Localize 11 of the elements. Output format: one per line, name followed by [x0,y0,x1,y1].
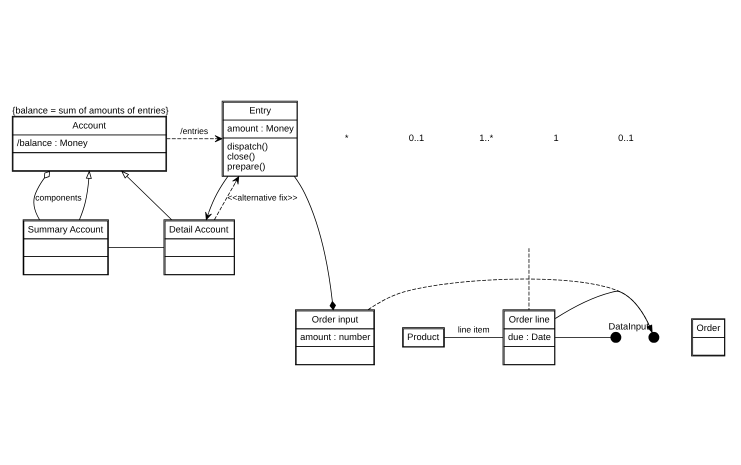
edge-label: components [35,192,82,202]
label: 0..1 [618,132,634,143]
edge-label: line item [458,324,490,334]
label: 0..1 [408,132,424,143]
edge-label: /entries [180,125,208,136]
node-label: DataInput [608,321,649,332]
label: 1 [554,132,559,143]
label: 1..* [479,132,494,143]
node-label: {balance = sum of amounts of entries} [12,105,169,116]
label: * [344,132,348,143]
edge-label: <<alternative fix>> [227,192,298,202]
